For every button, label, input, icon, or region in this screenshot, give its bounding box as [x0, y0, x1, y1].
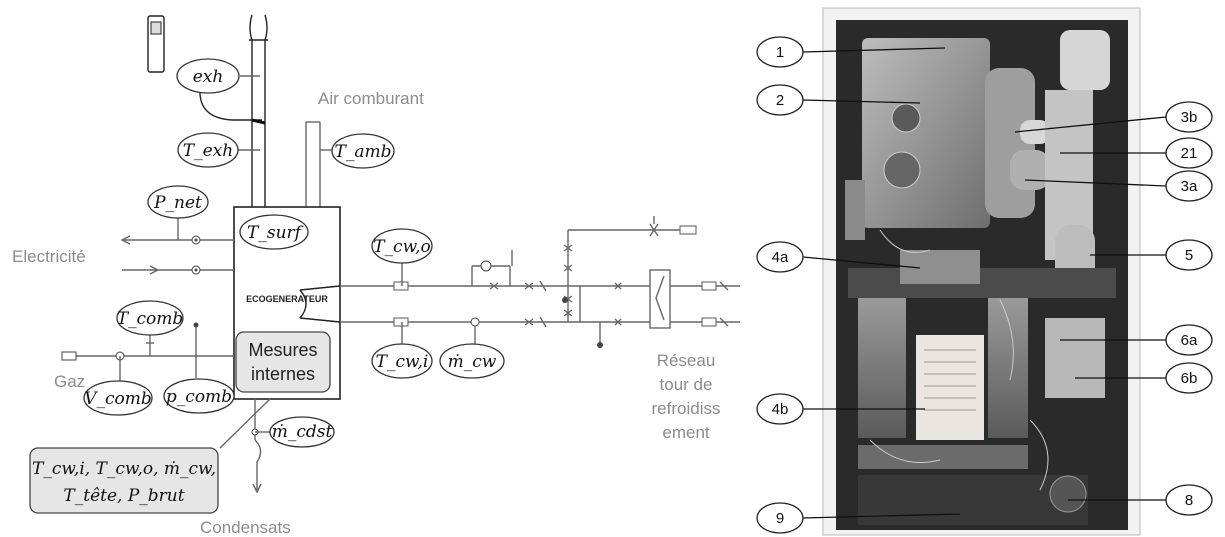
internal-measures-line-2: internes [251, 364, 315, 384]
cooling-water-lines [340, 216, 740, 348]
chimney [249, 14, 268, 207]
callout-lines [802, 47, 1167, 519]
internal-measures-box [235, 331, 331, 393]
sensor-m-cdst: ṁ_cdst [269, 416, 335, 448]
callout-5: 5 [1165, 239, 1213, 271]
ecogenerator-label: ECOGENERATEUR [246, 294, 328, 304]
label-air: Air comburant [318, 89, 424, 108]
callout-6b: 6b [1165, 362, 1213, 394]
exhaust-analyser-icon [147, 15, 165, 73]
svg-text:6a: 6a [1181, 332, 1198, 349]
svg-text:4a: 4a [772, 249, 789, 266]
svg-text:3b: 3b [1181, 109, 1198, 126]
schematic: ECOGENERATEUR Mesures internes [12, 14, 740, 537]
svg-text:8: 8 [1185, 492, 1193, 509]
svg-text:p_comb: p_comb [166, 387, 232, 407]
callout-1: 1 [756, 36, 804, 68]
label-network-2: tour de [660, 375, 713, 394]
svg-text:T_surf: T_surf [247, 223, 304, 243]
svg-text:21: 21 [1181, 145, 1198, 162]
svg-text:T_exh: T_exh [183, 141, 233, 161]
svg-text:ṁ_cdst: ṁ_cdst [272, 422, 333, 442]
callout-4b: 4b [756, 393, 804, 425]
sensor-p-net: P_net [147, 185, 209, 219]
internal-measures-line-1: Mesures [248, 340, 317, 360]
air-intake [305, 121, 321, 207]
sensor-exh: exh [176, 58, 260, 94]
label-network-4: ement [662, 423, 710, 442]
callout-3a: 3a [1165, 170, 1213, 202]
callout-21: 21 [1165, 137, 1213, 169]
callout-4a: 4a [756, 241, 804, 273]
callout-3b: 3b [1165, 101, 1213, 133]
label-electricity: Electricité [12, 247, 86, 266]
svg-text:T_amb: T_amb [335, 142, 392, 162]
sensor-m-cw: ṁ_cw [439, 343, 505, 379]
internal-list-line-2: T_tête, P_brut [63, 486, 184, 506]
sensor-t-surf: T_surf [239, 214, 309, 250]
svg-text:T_cw,i: T_cw,i [376, 352, 429, 372]
sensor-t-exh: T_exh [177, 132, 260, 168]
callout-8: 8 [1165, 484, 1213, 516]
svg-text:3a: 3a [1181, 178, 1198, 195]
label-network-1: Réseau [657, 351, 716, 370]
electricity-lines [120, 212, 234, 275]
svg-text:5: 5 [1185, 247, 1193, 264]
svg-text:T_comb: T_comb [117, 309, 184, 329]
internal-list-line-1: T_cw,i, T_cw,o, ṁ_cw, [32, 459, 216, 479]
svg-text:exh: exh [193, 67, 224, 87]
condensate-line [251, 399, 270, 494]
sensor-p-comb: p_comb [163, 378, 235, 414]
sensor-t-cw-o: T_cw,o [371, 228, 433, 264]
svg-text:ṁ_cw: ṁ_cw [448, 352, 497, 372]
svg-text:9: 9 [776, 510, 784, 527]
svg-text:1: 1 [776, 44, 784, 61]
label-network-3: refroidiss [652, 399, 721, 418]
svg-text:2: 2 [776, 92, 784, 109]
label-condensate: Condensats [200, 518, 291, 537]
svg-text:T_cw,o: T_cw,o [373, 237, 431, 257]
sensor-t-comb: T_comb [116, 300, 184, 336]
unit-photo [822, 7, 1141, 536]
sensor-v-comb: V_comb [83, 380, 153, 416]
callout-2: 2 [756, 84, 804, 116]
svg-text:P_net: P_net [153, 193, 202, 213]
callout-9: 9 [756, 502, 804, 534]
svg-text:4b: 4b [772, 401, 789, 418]
gas-line [61, 322, 234, 382]
svg-text:6b: 6b [1181, 370, 1198, 387]
sensor-t-cw-i: T_cw,i [371, 343, 433, 379]
callout-6a: 6a [1165, 324, 1213, 356]
internal-list-box [29, 447, 219, 514]
sensor-t-amb: T_amb [320, 133, 395, 169]
label-gas: Gaz [54, 372, 85, 391]
svg-text:V_comb: V_comb [84, 389, 152, 409]
